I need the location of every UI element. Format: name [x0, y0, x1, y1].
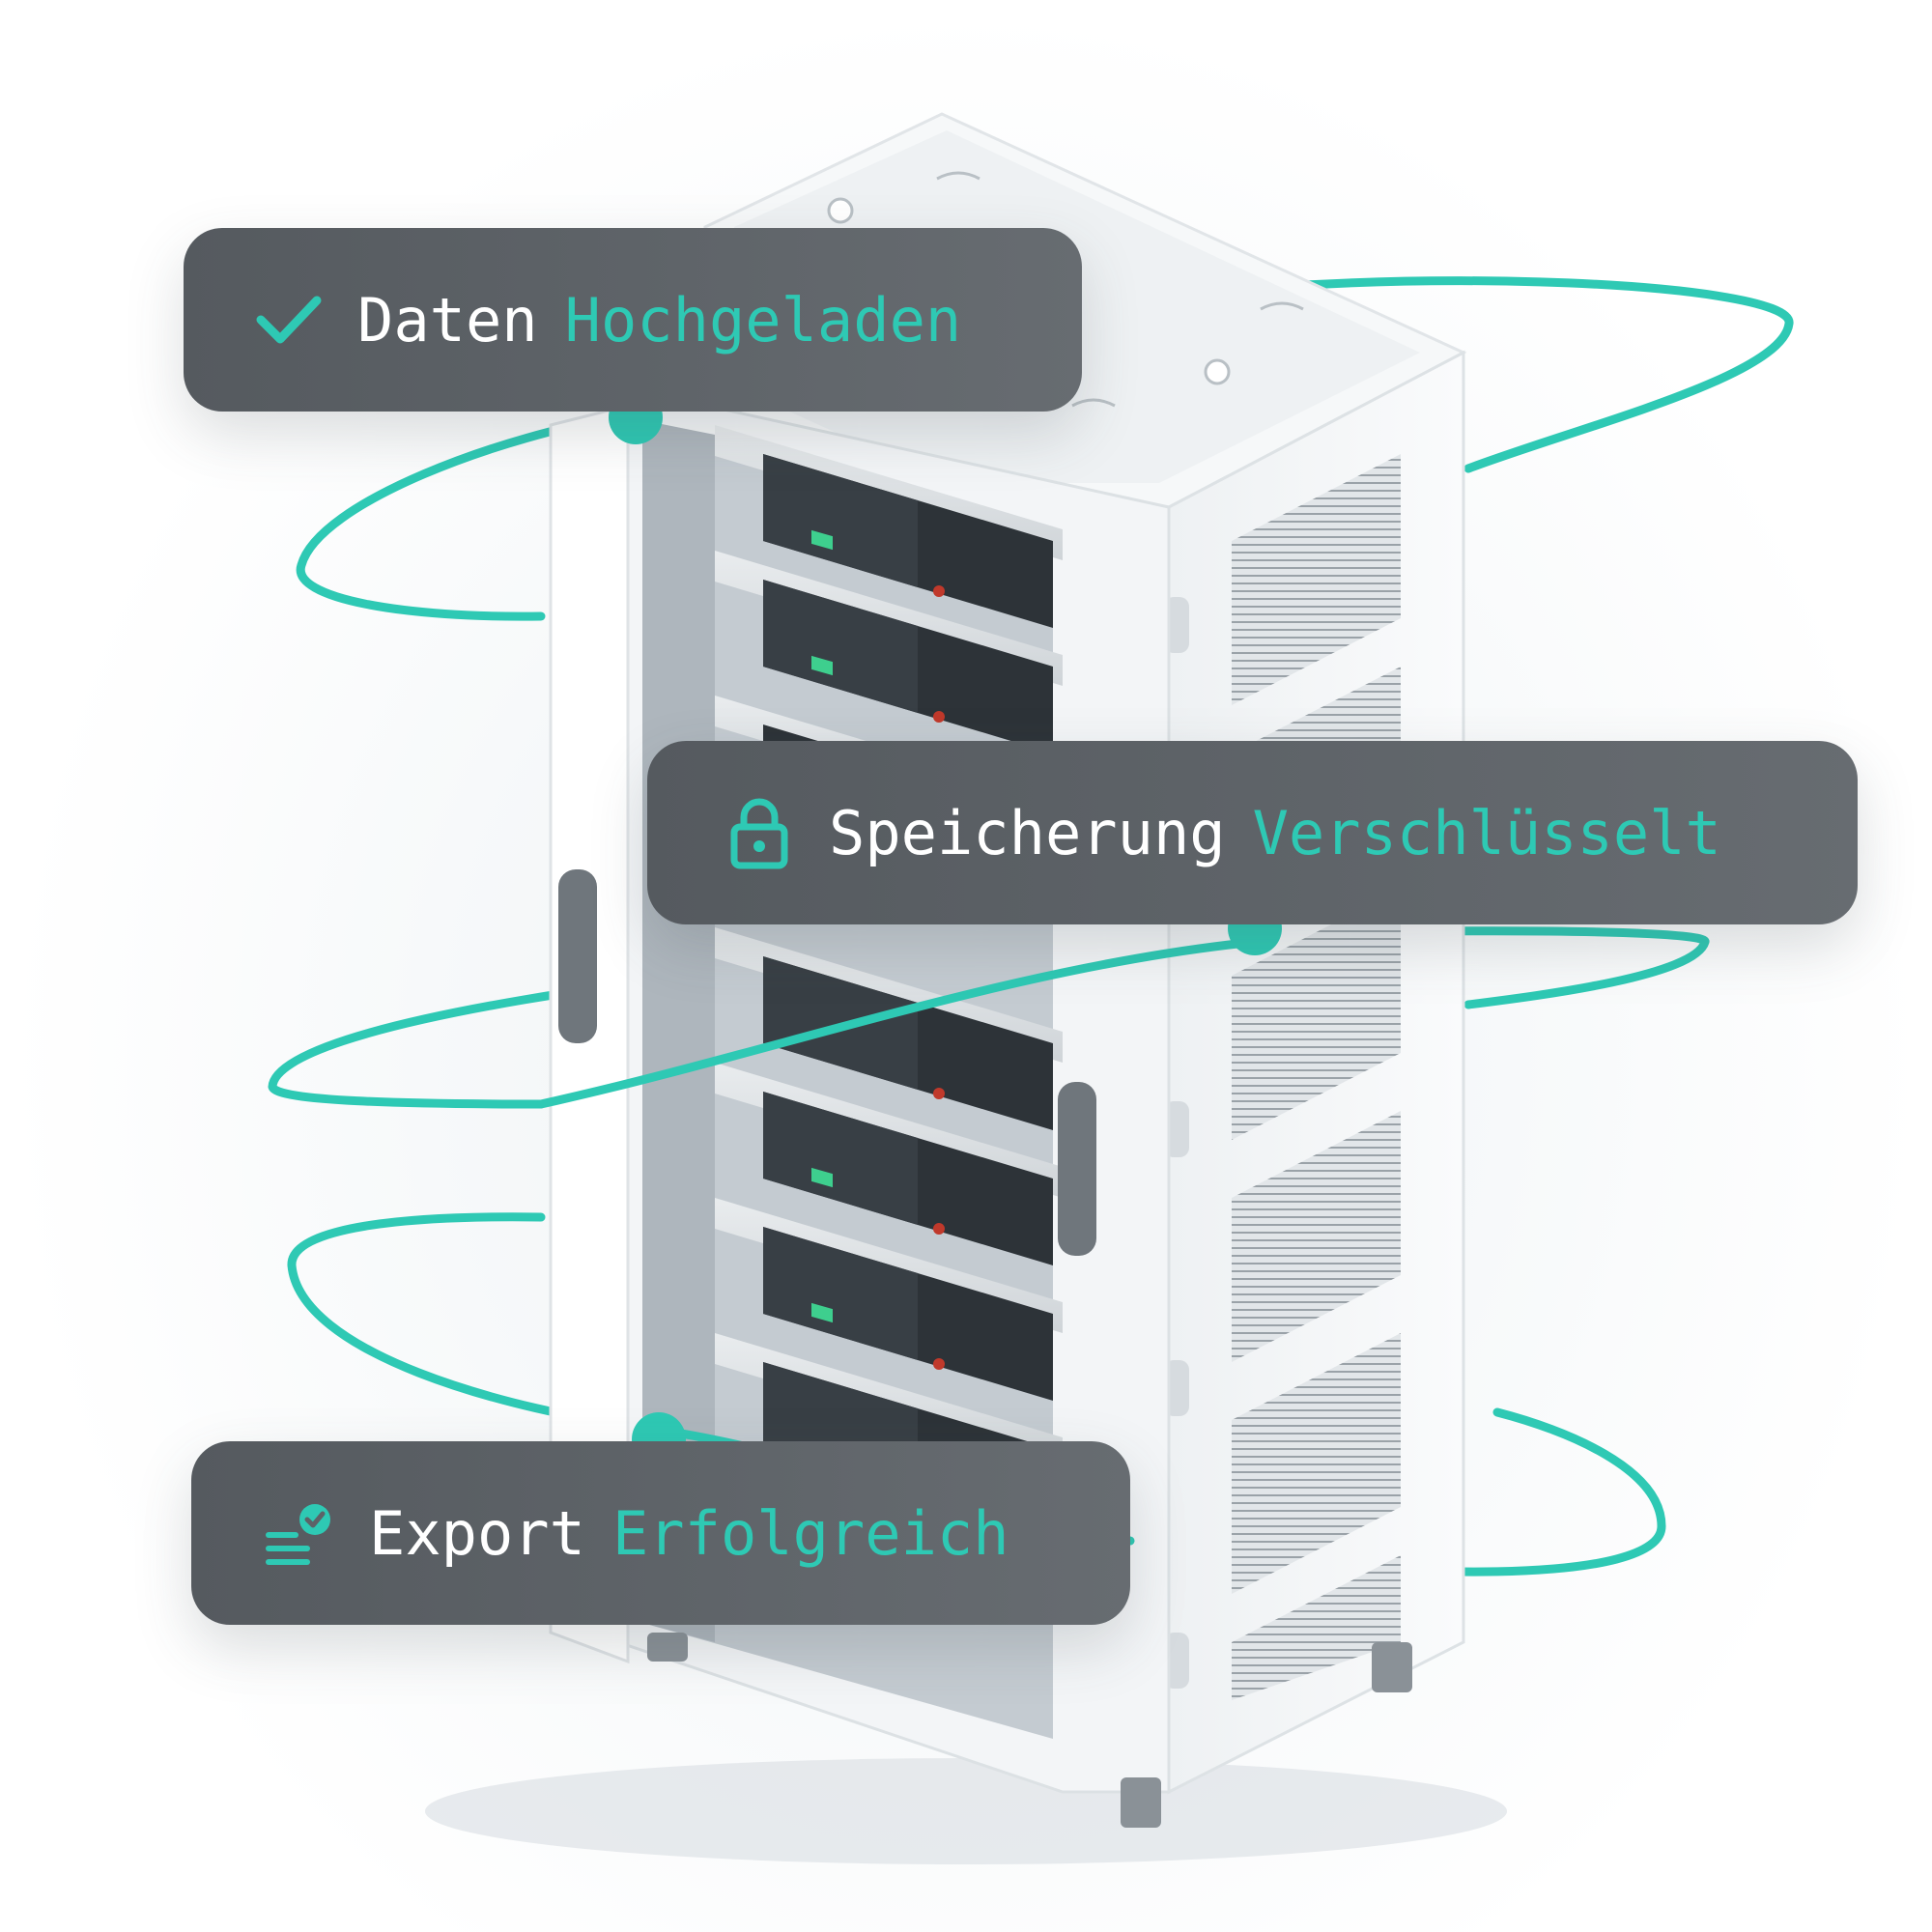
- status-card-storage: Speicherung Verschlüsselt: [647, 741, 1858, 924]
- upload-label: Daten: [357, 284, 538, 355]
- storage-label: Speicherung: [829, 797, 1226, 868]
- export-label: Export: [369, 1497, 585, 1569]
- status-card-export: Export Erfolgreich: [191, 1441, 1130, 1625]
- orbit-ring-mid-front: [536, 937, 1261, 1109]
- rack-top-screw: [827, 197, 854, 224]
- rack-foot: [1372, 1642, 1412, 1692]
- door-handle: [1058, 1082, 1096, 1256]
- status-card-upload: Daten Hochgeladen: [184, 228, 1082, 412]
- storage-status: Verschlüsselt: [1252, 797, 1721, 868]
- orbit-ring-top-right: [1077, 276, 1794, 473]
- server-unit: [715, 1063, 1063, 1265]
- door-handle: [558, 869, 597, 1043]
- vent-grille: [1232, 1555, 1401, 1700]
- vent-grille: [1232, 454, 1401, 705]
- floor-shadow: [425, 1758, 1507, 1864]
- checkmark-icon: [251, 283, 325, 356]
- rack-foot: [1121, 1777, 1161, 1828]
- upload-status: Hochgeladen: [564, 284, 962, 355]
- vent-grille: [1232, 889, 1401, 1140]
- vent-grille: [1232, 1333, 1401, 1594]
- orbit-ring-top-left: [296, 411, 633, 621]
- server-unit: [715, 551, 1063, 753]
- server-unit: [715, 425, 1063, 628]
- rack-foot: [647, 1633, 688, 1662]
- list-check-icon: [263, 1496, 336, 1570]
- orbit-ring-bottom-left: [287, 1212, 662, 1435]
- export-status: Erfolgreich: [611, 1497, 1009, 1569]
- rack-top-screw: [1204, 358, 1231, 385]
- lock-icon: [723, 796, 796, 869]
- vent-grille: [1232, 1111, 1401, 1362]
- server-unit: [715, 1198, 1063, 1401]
